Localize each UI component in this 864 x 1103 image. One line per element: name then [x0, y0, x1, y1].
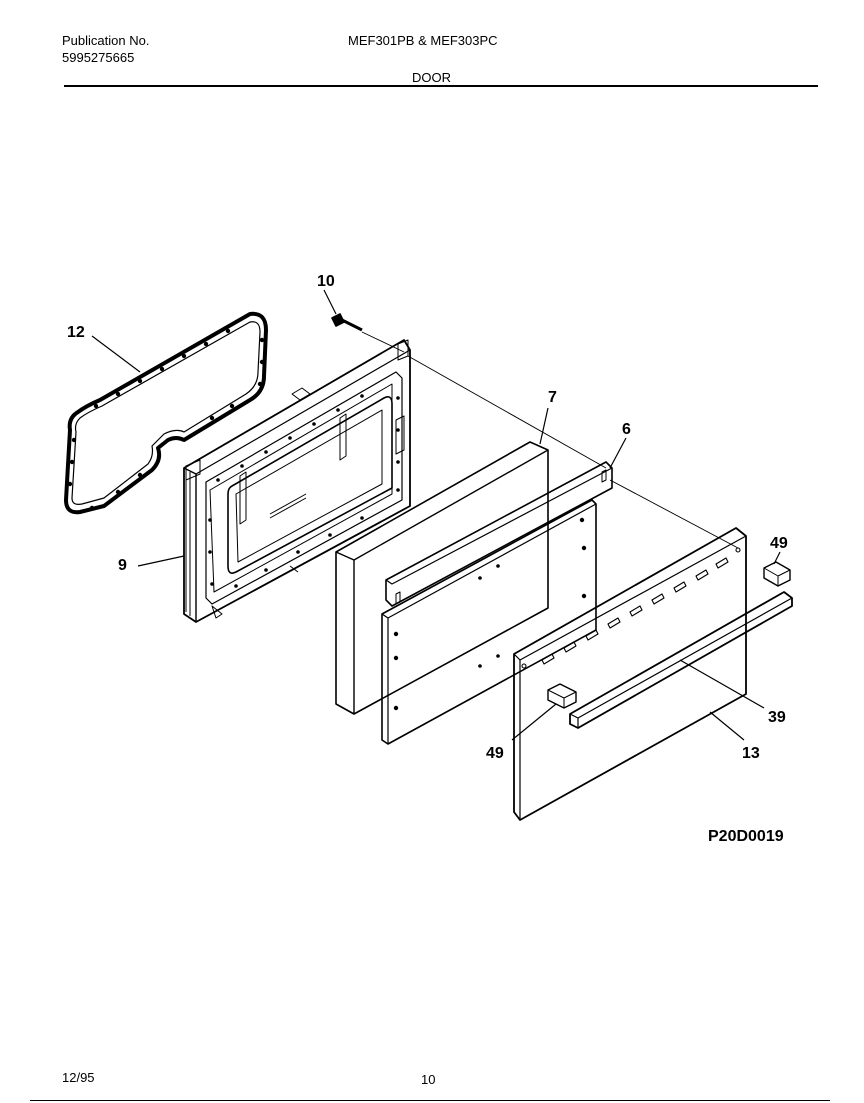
callout-13: 13: [742, 745, 760, 762]
callout-49-left: 49: [486, 745, 504, 762]
leader-12: [91, 335, 141, 373]
part-49-end-cap-right: [763, 551, 791, 587]
leader-7: [539, 407, 549, 445]
drawing-code: P20D0019: [708, 828, 784, 845]
panel-holes: [393, 517, 587, 711]
callout-49-right: 49: [770, 535, 788, 552]
leader-39: [679, 659, 765, 709]
publication-label: Publication No.: [62, 33, 150, 48]
liner-screws: [208, 394, 400, 588]
gasket-clips: [67, 328, 265, 511]
part-6-door-panel: [381, 461, 613, 745]
callout-12: 12: [67, 324, 85, 341]
callout-10: 10: [317, 273, 335, 290]
callout-7: 7: [548, 389, 557, 406]
part-49-end-cap-left: [511, 683, 577, 741]
footer-rule: [30, 1100, 830, 1101]
callout-6: 6: [622, 421, 631, 438]
part-9-inner-door-liner: [183, 339, 411, 623]
leader-13: [709, 711, 745, 741]
part-39-handle: [569, 591, 793, 729]
part-7-insulation: [335, 441, 549, 715]
part-10-screw: [323, 289, 363, 332]
header-rule: [64, 85, 818, 87]
leader-9: [137, 555, 185, 567]
callout-39: 39: [768, 709, 786, 726]
footer-date: 12/95: [62, 1070, 95, 1085]
model-numbers: MEF301PB & MEF303PC: [348, 33, 498, 48]
callout-9: 9: [118, 557, 127, 574]
alignment-line-lower: [609, 479, 739, 549]
page-number: 10: [421, 1072, 436, 1087]
part-13-outer-door-panel: [513, 527, 747, 821]
outer-panel-vents: [521, 547, 741, 669]
part-12-gasket: [64, 311, 268, 515]
alignment-line-upper: [407, 355, 607, 469]
publication-number: 5995275665: [62, 50, 135, 65]
alignment-line-screw: [361, 331, 405, 353]
leader-6: [609, 437, 627, 469]
section-title: DOOR: [412, 70, 451, 85]
